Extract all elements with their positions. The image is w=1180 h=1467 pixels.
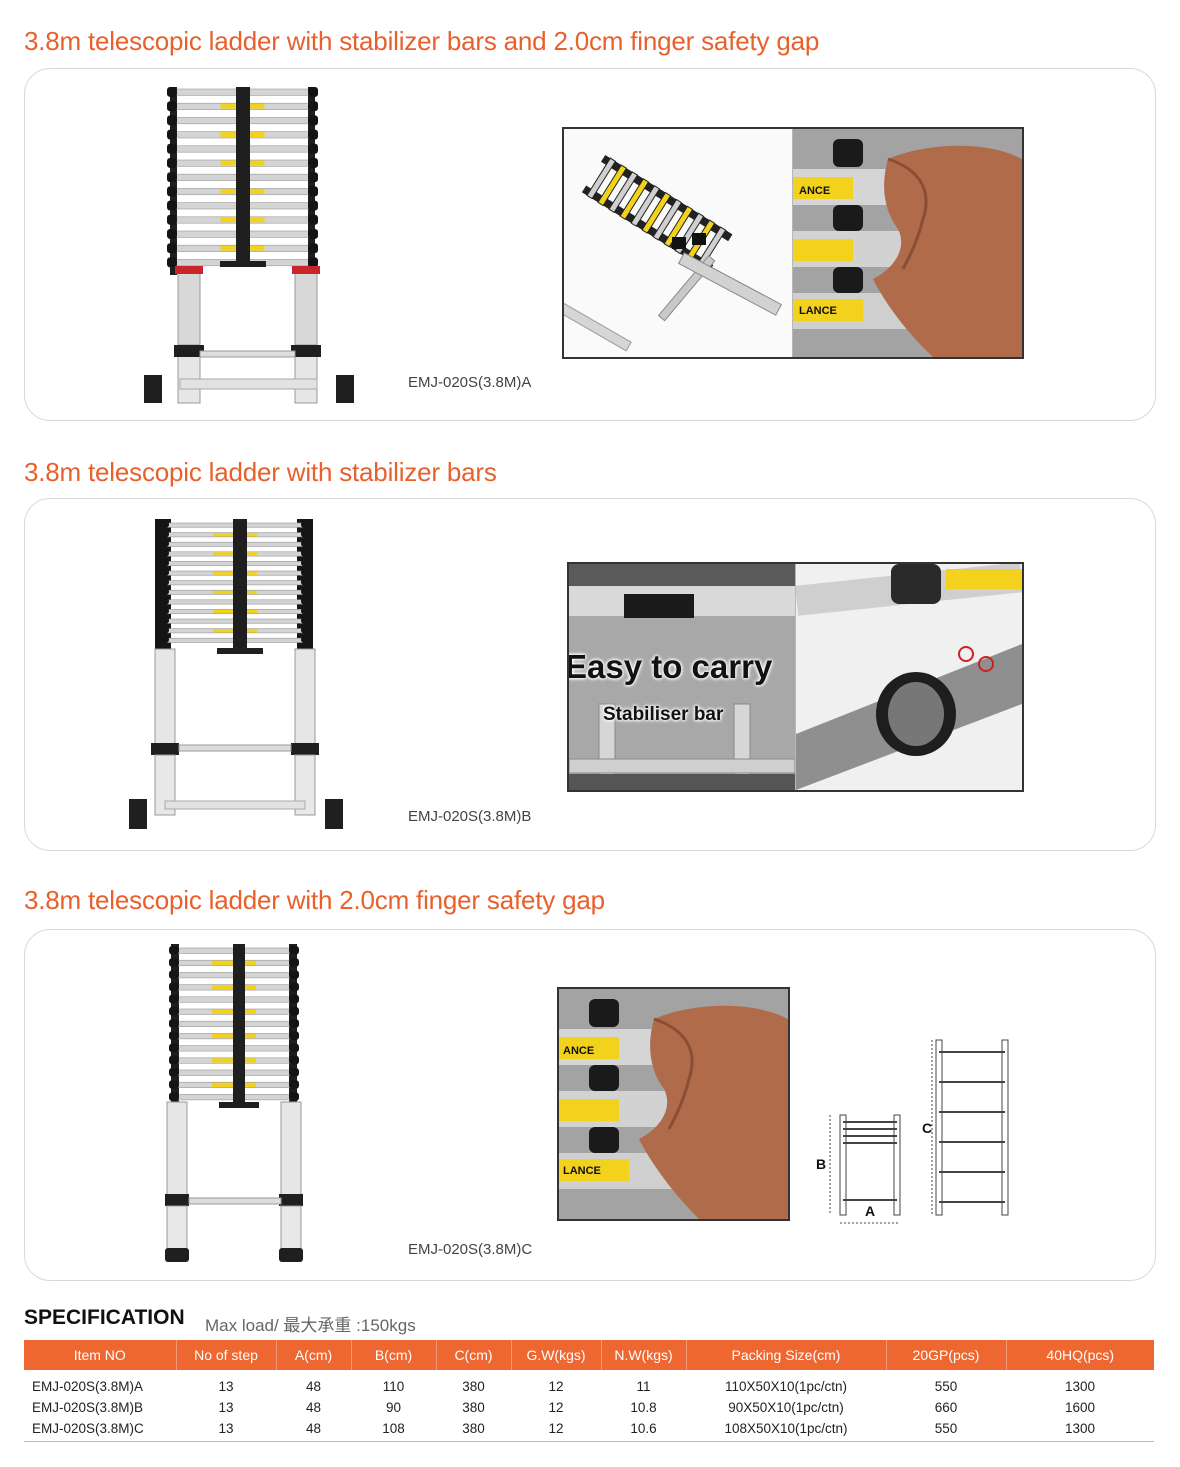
col-header: C(cm) — [435, 1340, 511, 1370]
table-cell: 380 — [462, 1379, 485, 1394]
table-cell: 11 — [636, 1379, 651, 1394]
col-header: Item NO — [24, 1340, 176, 1370]
diagram-label-c: C — [922, 1120, 933, 1136]
section-title-c: 3.8m telescopic ladder with 2.0cm finger… — [24, 885, 605, 915]
table-row: EMJ-020S(3.8M)C 13 48 108 380 12 10.6 10… — [24, 1418, 1154, 1442]
col-header: N.W(kgs) — [600, 1340, 686, 1370]
photo-label-lance-c: LANCE — [563, 1165, 601, 1177]
table-cell: 108X50X10(1pc/ctn) — [686, 1418, 886, 1442]
model-label-c: EMJ-020S(3.8M)C — [408, 1241, 533, 1258]
ladder-a-image — [144, 87, 354, 404]
ladder-b-image — [129, 519, 343, 829]
spec-max-load: Max load/ 最大承重 :150kgs — [205, 1316, 416, 1335]
table-cell: 90 — [385, 1400, 402, 1415]
table-cell: 48 — [276, 1418, 351, 1442]
photo-label-ance: ANCE — [799, 185, 831, 197]
col-header: B(cm) — [350, 1340, 436, 1370]
col-header: A(cm) — [275, 1340, 351, 1370]
table-cell: 380 — [462, 1400, 485, 1415]
table-cell: EMJ-020S(3.8M)C — [24, 1418, 176, 1442]
ladder-c-image — [165, 944, 303, 1262]
section-title-b: 3.8m telescopic ladder with stabilizer b… — [24, 457, 497, 487]
table-cell: 10.8 — [630, 1400, 657, 1415]
table-row: EMJ-020S(3.8M)A 13 48 110 380 12 11 110X… — [24, 1370, 1154, 1397]
table-cell: 380 — [436, 1418, 511, 1442]
folded-ladder-parts-image — [564, 154, 783, 352]
table-cell: 10.6 — [601, 1418, 686, 1442]
stabiliser-bar-closeup-image — [569, 564, 796, 790]
diagram-label-b: B — [816, 1156, 827, 1172]
col-header: G.W(kgs) — [510, 1340, 601, 1370]
diagram-label-a: A — [865, 1203, 876, 1219]
table-cell: 90X50X10(1pc/ctn) — [728, 1400, 844, 1415]
feature-photo-c: ANCE LANCE — [557, 987, 790, 1221]
spec-header-row: Item NO No of step A(cm) B(cm) C(cm) G.W… — [24, 1340, 1154, 1370]
photo-label-lance: LANCE — [799, 305, 837, 317]
easy-to-carry-text: Easy to carry — [567, 648, 773, 685]
col-header: 20GP(pcs) — [885, 1340, 1006, 1370]
dimension-diagram — [829, 1039, 1009, 1224]
product-card-b: EMJ-020S(3.8M)B Easy to carry Stabiliser… — [24, 498, 1156, 851]
table-cell: 1600 — [1064, 1400, 1096, 1415]
feature-photo-b: Easy to carry Stabiliser bar — [567, 562, 1024, 792]
table-cell: 660 — [934, 1400, 958, 1415]
table-cell: 12 — [548, 1379, 564, 1394]
stabiliser-bar-text: Stabiliser bar — [603, 704, 724, 725]
table-cell: 110X50X10(1pc/ctn) — [724, 1379, 848, 1394]
table-cell: 12 — [548, 1400, 564, 1415]
table-cell: 48 — [305, 1400, 322, 1415]
section-title-a: 3.8m telescopic ladder with stabilizer b… — [24, 26, 820, 56]
table-cell: EMJ-020S(3.8M)A — [32, 1379, 144, 1394]
col-header: No of step — [175, 1340, 276, 1370]
col-header: Packing Size(cm) — [685, 1340, 886, 1370]
table-cell: 13 — [218, 1400, 234, 1415]
table-cell: 1300 — [1064, 1379, 1096, 1394]
hand-on-rung-image-c — [559, 989, 788, 1219]
rung-joint-closeup-image — [795, 564, 1022, 790]
model-label-b: EMJ-020S(3.8M)B — [408, 808, 532, 825]
table-cell: 13 — [176, 1418, 276, 1442]
table-cell: 48 — [305, 1379, 322, 1394]
table-cell: 108 — [351, 1418, 436, 1442]
spec-heading: SPECIFICATION — [24, 1306, 185, 1329]
spec-table: Item NO No of step A(cm) B(cm) C(cm) G.W… — [24, 1340, 1154, 1442]
feature-photo-a: ANCE LANCE — [562, 127, 1024, 359]
product-card-c: EMJ-020S(3.8M)C ANCE LANCE — [24, 929, 1156, 1281]
hand-on-rung-image — [793, 129, 1022, 357]
table-cell: EMJ-020S(3.8M)B — [32, 1400, 144, 1415]
table-row: EMJ-020S(3.8M)B 13 48 90 380 12 10.8 90X… — [24, 1397, 1154, 1418]
table-cell: 550 — [886, 1418, 1006, 1442]
table-cell: 110 — [382, 1379, 405, 1394]
product-card-a: EMJ-020S(3.8M)A — [24, 68, 1156, 421]
col-header: 40HQ(pcs) — [1005, 1340, 1154, 1370]
table-cell: 1300 — [1006, 1418, 1154, 1442]
photo-label-ance-c: ANCE — [563, 1045, 595, 1057]
table-cell: 13 — [218, 1379, 234, 1394]
table-cell: 12 — [511, 1418, 601, 1442]
table-cell: 550 — [934, 1379, 958, 1394]
model-label-a: EMJ-020S(3.8M)A — [408, 374, 532, 391]
